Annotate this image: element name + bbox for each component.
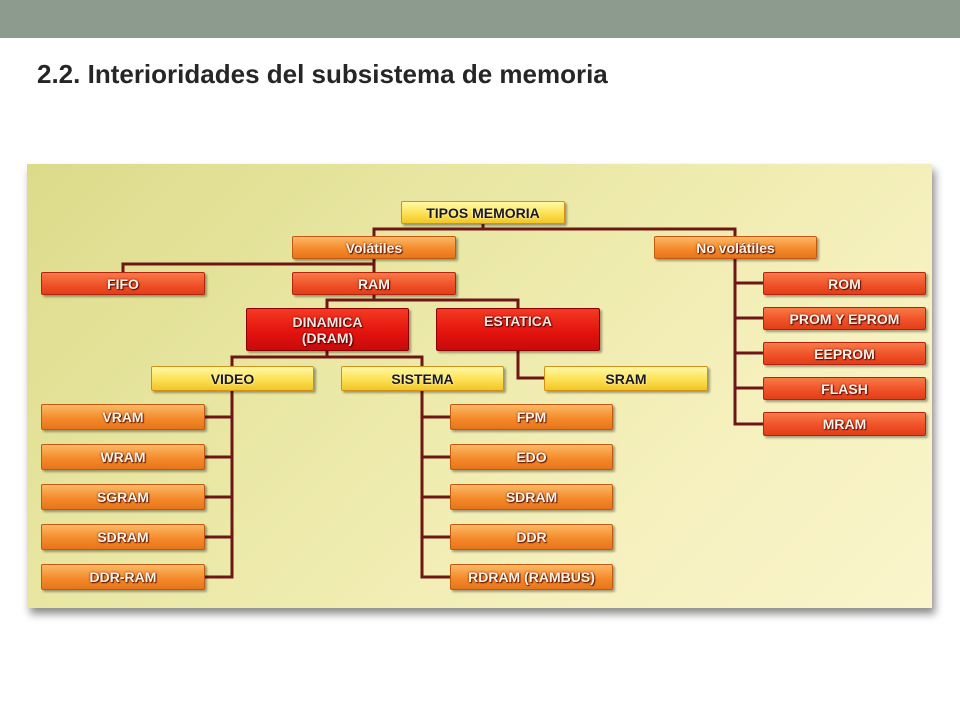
node-sdram-sistema: SDRAM [450, 484, 613, 510]
node-video: VIDEO [151, 366, 314, 391]
node-eeprom: EEPROM [763, 342, 926, 365]
node-ram: RAM [292, 272, 456, 295]
node-tipos-memoria: TIPOS MEMORIA [401, 201, 565, 224]
node-edo: EDO [450, 444, 613, 470]
header-band [0, 0, 960, 38]
node-vram: VRAM [41, 404, 205, 430]
node-sram: SRAM [544, 366, 708, 391]
node-ddr-ram: DDR-RAM [41, 564, 205, 590]
node-ddr: DDR [450, 524, 613, 550]
node-sistema: SISTEMA [341, 366, 504, 391]
node-rdram-rambus: RDRAM (RAMBUS) [450, 564, 613, 590]
node-dinamica-dram: DINAMICA (DRAM) [246, 308, 409, 351]
node-volatiles: Volátiles [292, 236, 456, 259]
node-fpm: FPM [450, 404, 613, 430]
memory-types-diagram: TIPOS MEMORIA Volátiles No volátiles FIF… [27, 164, 932, 608]
node-wram: WRAM [41, 444, 205, 470]
node-fifo: FIFO [41, 272, 205, 295]
node-sdram-video: SDRAM [41, 524, 205, 550]
node-flash: FLASH [763, 377, 926, 400]
diagram-connectors [121, 222, 765, 579]
node-estatica: ESTATICA [436, 308, 600, 351]
node-rom: ROM [763, 272, 926, 295]
node-prom-eprom: PROM Y EPROM [763, 307, 926, 330]
slide-title: 2.2. Interioridades del subsistema de me… [37, 59, 608, 89]
node-mram: MRAM [763, 412, 926, 436]
node-sgram: SGRAM [41, 484, 205, 510]
node-no-volatiles: No volátiles [654, 236, 817, 259]
